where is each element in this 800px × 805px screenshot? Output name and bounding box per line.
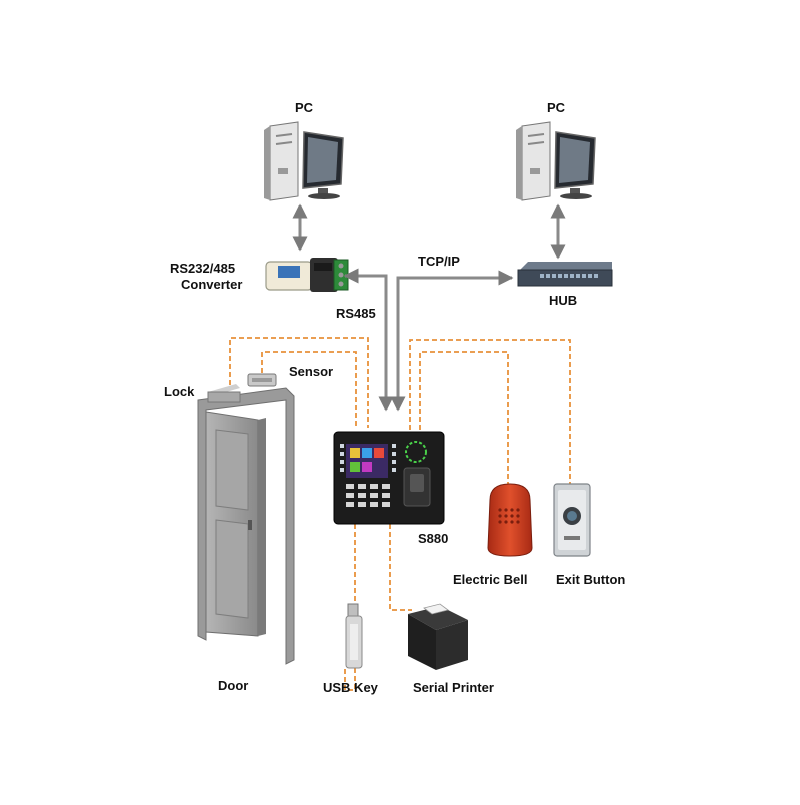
converter-label-line2: Converter [181,277,243,292]
lock-wire [229,337,369,428]
hub-icon [517,262,613,287]
exit-button-wire [409,339,571,484]
pc-right-icon [516,121,596,201]
sensor-label: Sensor [289,364,334,379]
device-label: S880 [418,531,449,546]
usb-key-label: USB Key [323,680,378,695]
pc-left-icon [264,121,344,201]
tcpip-label: TCP/IP [418,254,460,269]
s880-device-icon [333,431,445,525]
door-label: Door [218,678,249,693]
door-icon [197,387,295,665]
pc-left-label: PC [294,100,314,115]
rs232-485-converter-icon [265,258,349,292]
sensor-wire [261,351,357,428]
rs485-label: RS485 [336,306,376,321]
printer-wire [389,524,412,611]
tcpip-link [390,270,514,412]
exit-button-icon [553,483,591,557]
usb-key-icon [345,603,363,669]
sensor-icon [247,373,277,387]
electric-bell-label: Electric Bell [453,572,528,587]
dashed-wires [229,337,571,691]
electric-bell-wire [419,351,509,488]
converter-label-line1: RS232/485 [170,261,236,276]
rs485-link [343,268,394,412]
serial-printer-label: Serial Printer [413,680,494,695]
lock-icon [207,384,241,403]
serial-printer-icon [408,603,468,670]
pc-right-label: PC [546,100,566,115]
exit-button-label: Exit Button [556,572,626,587]
hub-label: HUB [549,293,578,308]
electric-bell-icon [487,483,533,557]
lock-label: Lock [164,384,195,399]
